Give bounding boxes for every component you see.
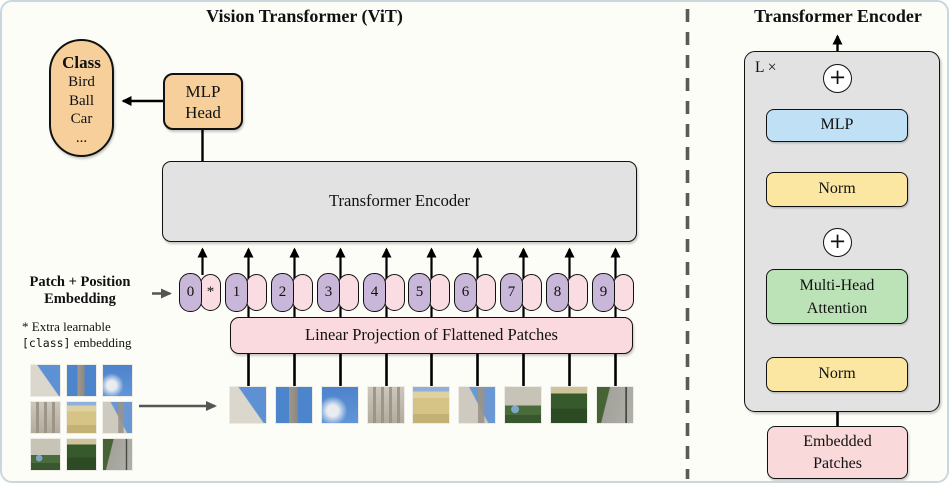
flattened-patch-2	[275, 386, 313, 424]
flattened-patch-1	[229, 386, 267, 424]
transformer-encoder-box: Transformer Encoder	[162, 161, 637, 242]
image-patch-9	[102, 438, 133, 471]
patch-position-line2: Embedding	[44, 291, 116, 307]
token-pair-0: 0 *	[179, 273, 223, 312]
mlp-head-box: MLP Head	[163, 73, 243, 130]
flattened-patch-6	[458, 386, 496, 424]
position-token-4: 4	[363, 273, 386, 312]
position-token-2: 2	[271, 273, 294, 312]
class-item: Ball	[69, 92, 94, 109]
patch-embedding-2	[292, 274, 313, 311]
norm-bottom-label: Norm	[818, 365, 856, 382]
transformer-encoder-label: Transformer Encoder	[329, 191, 470, 210]
input-image-patch-grid	[30, 364, 133, 471]
residual-add-bottom: +	[823, 228, 852, 257]
position-token-6: 6	[454, 273, 477, 312]
image-patch-6	[102, 401, 133, 434]
position-token-8: 8	[546, 273, 569, 312]
note-line2: [class] embedding	[22, 335, 167, 351]
patch-position-line1: Patch + Position	[29, 274, 131, 290]
note-line2-rest: embedding	[70, 335, 132, 350]
multi-head-attention-box: Multi-Head Attention	[766, 269, 908, 324]
embedded-patches-box: Embedded Patches	[767, 426, 908, 479]
image-patch-3	[102, 364, 133, 397]
flattened-patch-5	[412, 386, 450, 424]
token-pair-2: 2	[271, 273, 315, 312]
image-patch-2	[66, 364, 97, 397]
flattened-patch-4	[367, 386, 405, 424]
residual-add-top: +	[823, 64, 852, 93]
image-patch-1	[30, 364, 61, 397]
embedded-line2: Patches	[813, 455, 862, 472]
position-token-7: 7	[500, 273, 523, 312]
embedded-line1: Embedded	[803, 433, 872, 450]
linear-projection-label: Linear Projection of Flattened Patches	[305, 325, 558, 344]
mlp-head-line2: Head	[185, 103, 221, 122]
token-pair-8: 8	[546, 273, 590, 312]
mha-line2: Attention	[806, 300, 868, 317]
vit-panel-title: Vision Transformer (ViT)	[206, 6, 403, 26]
encoder-panel-title: Transformer Encoder	[754, 6, 922, 26]
position-token-9: 9	[592, 273, 615, 312]
norm-box-top: Norm	[766, 172, 908, 207]
mlp-label: MLP	[820, 116, 854, 133]
norm-box-bottom: Norm	[766, 357, 908, 392]
patch-embedding-3	[338, 274, 359, 311]
mha-line1: Multi-Head	[799, 277, 875, 294]
class-token-star: *	[200, 274, 221, 311]
patch-embedding-4	[384, 274, 405, 311]
image-patch-5	[66, 401, 97, 434]
patch-embedding-8	[567, 274, 588, 311]
position-token-1: 1	[225, 273, 248, 312]
flattened-patch-3	[321, 386, 359, 424]
plus-icon: +	[828, 229, 847, 253]
token-pair-9: 9	[592, 273, 636, 312]
patch-embedding-5	[429, 274, 450, 311]
note-line1: * Extra learnable	[22, 319, 111, 334]
class-output-box: Class Bird Ball Car ...	[49, 39, 114, 157]
mlp-box: MLP	[766, 109, 908, 142]
flattened-patch-7	[504, 386, 542, 424]
image-patch-7	[30, 438, 61, 471]
patch-embedding-6	[475, 274, 496, 311]
image-patch-8	[66, 438, 97, 471]
class-label: Class	[62, 53, 101, 72]
patch-position-embedding-label: Patch + Position Embedding	[10, 274, 150, 308]
token-pair-3: 3	[317, 273, 361, 312]
norm-top-label: Norm	[818, 180, 856, 197]
class-token-code: [class]	[22, 336, 71, 350]
token-pair-7: 7	[500, 273, 544, 312]
image-patch-4	[30, 401, 61, 434]
class-item-ellipsis: ...	[75, 129, 88, 146]
class-item: Bird	[68, 74, 95, 90]
position-token-5: 5	[408, 273, 431, 312]
mlp-head-line1: MLP	[185, 82, 221, 101]
class-item: Car	[70, 111, 93, 127]
patch-embedding-1	[246, 274, 267, 311]
extra-learnable-note: * Extra learnable [class] embedding	[22, 319, 167, 351]
patch-embedding-7	[521, 274, 542, 311]
token-pair-6: 6	[454, 273, 498, 312]
token-pair-1: 1	[225, 273, 269, 312]
linear-projection-box: Linear Projection of Flattened Patches	[230, 317, 633, 354]
plus-icon: +	[828, 65, 847, 89]
token-pair-5: 5	[408, 273, 452, 312]
patch-embedding-9	[613, 274, 634, 311]
flattened-patch-9	[596, 386, 634, 424]
position-token-3: 3	[317, 273, 340, 312]
layers-loop-label: L ×	[755, 59, 777, 76]
position-token-0: 0	[179, 273, 202, 312]
token-pair-4: 4	[363, 273, 407, 312]
flattened-patch-8	[550, 386, 588, 424]
